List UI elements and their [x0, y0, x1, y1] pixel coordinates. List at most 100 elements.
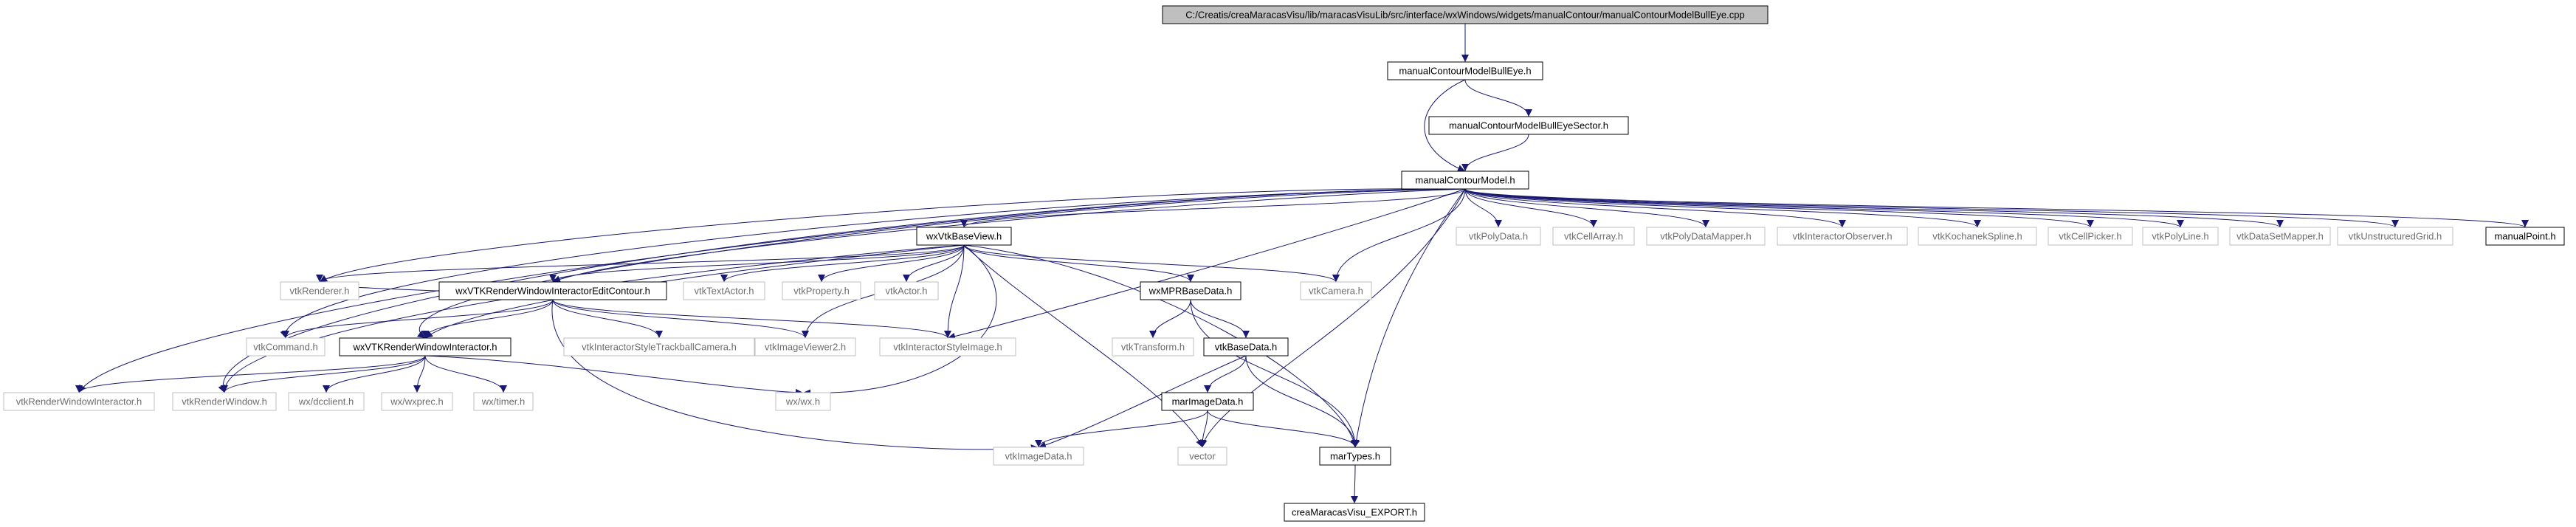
- node-box: [288, 392, 365, 411]
- node-box: [1203, 337, 1289, 356]
- node-wxvtkrwi-h[interactable]: wxVTKRenderWindowInteractor.h: [339, 337, 512, 356]
- node-label: vtkUnstructuredGrid.h: [2349, 231, 2442, 242]
- node-layer: C:/Creatis/creaMaracasVisu/lib/maracasVi…: [3, 5, 2565, 522]
- node-label: vtkPolyLine.h: [2152, 231, 2208, 242]
- edge-wxmprbasedata_h-to-vtktransform_h: [1149, 299, 1191, 339]
- node-box: [1319, 447, 1391, 466]
- edge-mcm_h-to-vector: [1199, 188, 1466, 448]
- node-vtkdatasetmapper-h: vtkDataSetMapper.h: [2229, 227, 2331, 246]
- edge-wxvtkrwi_h-to-vtkrwi_h: [75, 355, 426, 393]
- node-vtkpolydata-h: vtkPolyData.h: [1456, 227, 1541, 246]
- node-box: [1300, 281, 1372, 300]
- node-box: [775, 392, 831, 411]
- node-label: vtkRenderer.h: [290, 286, 350, 297]
- node-mcmbe-h[interactable]: manualContourModelBullEye.h: [1387, 61, 1543, 80]
- node-box: [993, 447, 1084, 466]
- edge-vtkbasedata_h-to-vtkimagedata_h: [1038, 355, 1247, 449]
- node-vector: vector: [1177, 447, 1227, 466]
- edge-mcm_h-to-vtkcellpicker_h: [1464, 188, 2094, 228]
- node-box: [2485, 227, 2565, 246]
- node-wxwx-h: wx/wx.h: [775, 392, 831, 411]
- node-box: [1387, 61, 1543, 80]
- node-label: creaMaracasVisu_EXPORT.h: [1292, 507, 1417, 518]
- edge-mcm_h-to-vtkunstructuredgrid_h: [1464, 188, 2399, 228]
- edge-vtkbasedata_h-to-marimagedata_h: [1204, 355, 1247, 393]
- node-box: [2337, 227, 2453, 246]
- edge-mcmbe_h-to-mcmbes_h: [1464, 79, 1532, 117]
- node-label: vtkCommand.h: [253, 342, 317, 353]
- node-box: [438, 281, 667, 300]
- node-wxtimer-h: wx/timer.h: [473, 392, 534, 411]
- node-box: [754, 337, 856, 356]
- node-label: manualContourModelBullEye.h: [1399, 66, 1531, 77]
- edge-wxvtkrwi_h-to-wxwxprec_h: [413, 355, 426, 393]
- node-label: vtkBaseData.h: [1215, 342, 1278, 353]
- node-mcmbes-h[interactable]: manualContourModelBullEyeSector.h: [1428, 116, 1629, 135]
- node-label: wxVTKRenderWindowInteractor.h: [352, 342, 497, 353]
- node-box: [1456, 227, 1541, 246]
- node-export-h[interactable]: creaMaracasVisu_EXPORT.h: [1284, 503, 1425, 522]
- edge-mcm_h-to-vtkinteractorobserver_h: [1464, 188, 1846, 228]
- edge-mcm_h-to-vtkrenderer_h: [319, 188, 1466, 283]
- edge-mcm_h-to-manualpoint_h: [1464, 188, 2529, 228]
- node-vtkcamera-h: vtkCamera.h: [1300, 281, 1372, 300]
- edge-wxvtkbv_h-to-vtkcamera_h: [963, 244, 1340, 283]
- edge-wxvtkrwi_h-to-wxwx_h: [424, 355, 804, 396]
- node-box: [1552, 227, 1635, 246]
- node-box: [874, 281, 939, 300]
- node-box: [1284, 503, 1425, 522]
- node-box: [2048, 227, 2133, 246]
- node-box: [782, 281, 861, 300]
- edge-wxvtkbv_h-to-wxvtkrwiec_h: [549, 244, 965, 283]
- node-vtkistc-h: vtkInteractorStyleTrackballCamera.h: [563, 337, 755, 356]
- edge-wxmprbasedata_h-to-vtkbasedata_h: [1190, 299, 1250, 339]
- node-box: [683, 281, 765, 300]
- node-label: wx/timer.h: [481, 396, 526, 407]
- node-box: [2142, 227, 2219, 246]
- edge-wxvtkbv_h-to-wxwx_h: [802, 244, 997, 397]
- node-vtkrwi-h: vtkRenderWindowInteractor.h: [3, 392, 155, 411]
- edge-martypes_h-to-export_h: [1351, 464, 1359, 504]
- node-label: marImageData.h: [1172, 396, 1244, 407]
- node-box: [246, 337, 326, 356]
- node-wxvtkrwiec-h[interactable]: wxVTKRenderWindowInteractorEditContour.h: [438, 281, 667, 300]
- node-manualpoint-h[interactable]: manualPoint.h: [2485, 227, 2565, 246]
- edge-marimagedata_h-to-martypes_h: [1207, 410, 1359, 448]
- node-box: [1777, 227, 1908, 246]
- node-vtktextactor-h: vtkTextActor.h: [683, 281, 765, 300]
- edge-wxvtkbv_h-to-wxmprbasedata_h: [963, 244, 1194, 283]
- node-vtkproperty-h: vtkProperty.h: [782, 281, 861, 300]
- node-box: [1162, 5, 1769, 24]
- node-label: wx/dcclient.h: [298, 396, 354, 407]
- node-wxmprbasedata-h[interactable]: wxMPRBaseData.h: [1140, 281, 1241, 300]
- node-label: C:/Creatis/creaMaracasVisu/lib/maracasVi…: [1185, 10, 1744, 21]
- edge-mcm_h-to-vtkcellarray_h: [1464, 188, 1597, 228]
- node-vtktransform-h: vtkTransform.h: [1112, 337, 1194, 356]
- node-martypes-h[interactable]: marTypes.h: [1319, 447, 1391, 466]
- node-marimagedata-h[interactable]: marImageData.h: [1161, 392, 1254, 411]
- node-vtkkochanekspline-h: vtkKochanekSpline.h: [1918, 227, 2037, 246]
- edge-wxvtkbv_h-to-vtkproperty_h: [818, 244, 965, 283]
- node-box: [563, 337, 755, 356]
- node-vtkinteractorstyleimage-h: vtkInteractorStyleImage.h: [879, 337, 1016, 356]
- node-label: vtkPolyData.h: [1469, 231, 1528, 242]
- node-label: wx/wxprec.h: [390, 396, 444, 407]
- node-vtkbasedata-h[interactable]: vtkBaseData.h: [1203, 337, 1289, 356]
- node-label: vtkRenderWindow.h: [182, 396, 267, 407]
- node-wxvtkbv-h[interactable]: wxVtkBaseView.h: [916, 227, 1012, 246]
- node-label: wxMPRBaseData.h: [1148, 286, 1233, 297]
- node-wxwxprec-h: wx/wxprec.h: [381, 392, 453, 411]
- node-label: manualContourModelBullEyeSector.h: [1449, 120, 1608, 131]
- edge-marimagedata_h-to-vtkimagedata_h: [1035, 410, 1208, 448]
- node-root[interactable]: C:/Creatis/creaMaracasVisu/lib/maracasVi…: [1162, 5, 1769, 24]
- edge-mcm_h-to-vtkkochanekspline_h: [1464, 188, 1981, 228]
- edge-mcmbes_h-to-mcm_h: [1461, 134, 1529, 172]
- node-vtkcellpicker-h: vtkCellPicker.h: [2048, 227, 2133, 246]
- node-vtkcommand-h: vtkCommand.h: [246, 337, 326, 356]
- node-label: wxVtkBaseView.h: [926, 231, 1002, 242]
- node-mcm-h[interactable]: manualContourModel.h: [1401, 170, 1529, 190]
- edge-mcm_h-to-vtkcamera_h: [1332, 188, 1466, 283]
- edge-mcm_h-to-vtkpolydata_h: [1464, 188, 1502, 228]
- node-label: vtkActor.h: [885, 286, 927, 297]
- node-label: vtkProperty.h: [793, 286, 850, 297]
